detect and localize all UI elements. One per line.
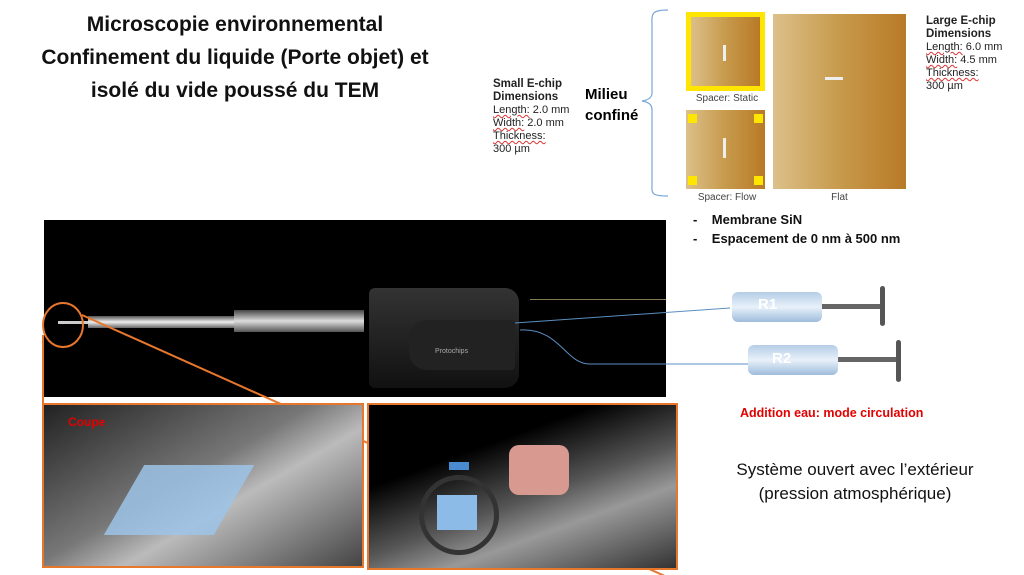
chip-label: Spacer: Flow bbox=[697, 192, 757, 203]
spec-heading: Dimensions bbox=[493, 91, 559, 103]
chip-label: Spacer: Static bbox=[695, 93, 759, 104]
syringe-r1[interactable]: R1 bbox=[722, 284, 907, 334]
tubing bbox=[514, 307, 750, 365]
spec-heading: Dimensions bbox=[926, 28, 992, 40]
holder-body: Protochips bbox=[369, 288, 519, 388]
spec-label: Thickness: bbox=[493, 130, 546, 142]
text-line: Système ouvert avec l’extérieur bbox=[736, 460, 974, 479]
title-line: Confinement du liquide (Porte objet) et bbox=[41, 46, 429, 69]
spec-heading: Small E-chip bbox=[493, 78, 563, 90]
large-chip-specs: Large E-chip Dimensions Length: 6.0 mm W… bbox=[926, 15, 1004, 93]
chip-label: Flat bbox=[831, 192, 848, 203]
spec-label: Width: bbox=[493, 117, 525, 129]
cross-section-photo: Coupe bbox=[42, 403, 364, 568]
small-chip-specs: Small E-chip Dimensions Length: 2.0 mm W… bbox=[493, 78, 571, 156]
slide-title: Microscopie environnemental Confinement … bbox=[10, 8, 460, 107]
chip-spacer-static bbox=[686, 12, 765, 91]
spec-value: 300 µm bbox=[493, 143, 530, 155]
syringe-r2[interactable]: R2 bbox=[738, 340, 923, 390]
bullet-item: Espacement de 0 nm à 500 nm bbox=[711, 231, 901, 246]
milieu-confine-label: Milieu confiné bbox=[585, 84, 638, 126]
flow-cell-photo bbox=[367, 403, 678, 570]
brace-icon bbox=[641, 9, 669, 197]
brand-logo: Protochips bbox=[435, 348, 469, 355]
chip-flat bbox=[773, 14, 906, 189]
syringe-label: R2 bbox=[772, 350, 792, 367]
spec-value: 6.0 mm bbox=[965, 41, 1003, 53]
spec-value: 2.0 mm bbox=[527, 117, 564, 129]
arrow-icon bbox=[449, 462, 469, 470]
label-line: Milieu bbox=[585, 86, 628, 103]
holder-photo: Protochips bbox=[44, 220, 666, 397]
spec-label: Length: bbox=[926, 41, 963, 53]
spec-heading: Large E-chip bbox=[926, 15, 996, 27]
syringe-label: R1 bbox=[758, 296, 778, 313]
label-line: confiné bbox=[585, 107, 639, 124]
title-line: isolé du vide poussé du TEM bbox=[90, 79, 380, 102]
coupe-label: Coupe bbox=[68, 415, 106, 429]
chip-spacer-flow bbox=[686, 110, 765, 189]
title-line: Microscopie environnemental bbox=[86, 13, 384, 36]
membrane-bullets: - Membrane SiN - Espacement de 0 nm à 50… bbox=[693, 212, 901, 246]
spec-label: Thickness: bbox=[926, 67, 979, 79]
addition-label: Addition eau: mode circulation bbox=[740, 406, 924, 420]
bullet-item: Membrane SiN bbox=[711, 212, 803, 227]
spec-label: Length: bbox=[493, 104, 530, 116]
open-system-text: Système ouvert avec l’extérieur (pressio… bbox=[720, 458, 990, 506]
spec-label: Width: bbox=[926, 54, 958, 66]
spec-value: 300 µm bbox=[926, 80, 963, 92]
spec-value: 2.0 mm bbox=[532, 104, 570, 116]
text-line: (pression atmosphérique) bbox=[758, 484, 952, 503]
spec-value: 4.5 mm bbox=[960, 54, 997, 66]
